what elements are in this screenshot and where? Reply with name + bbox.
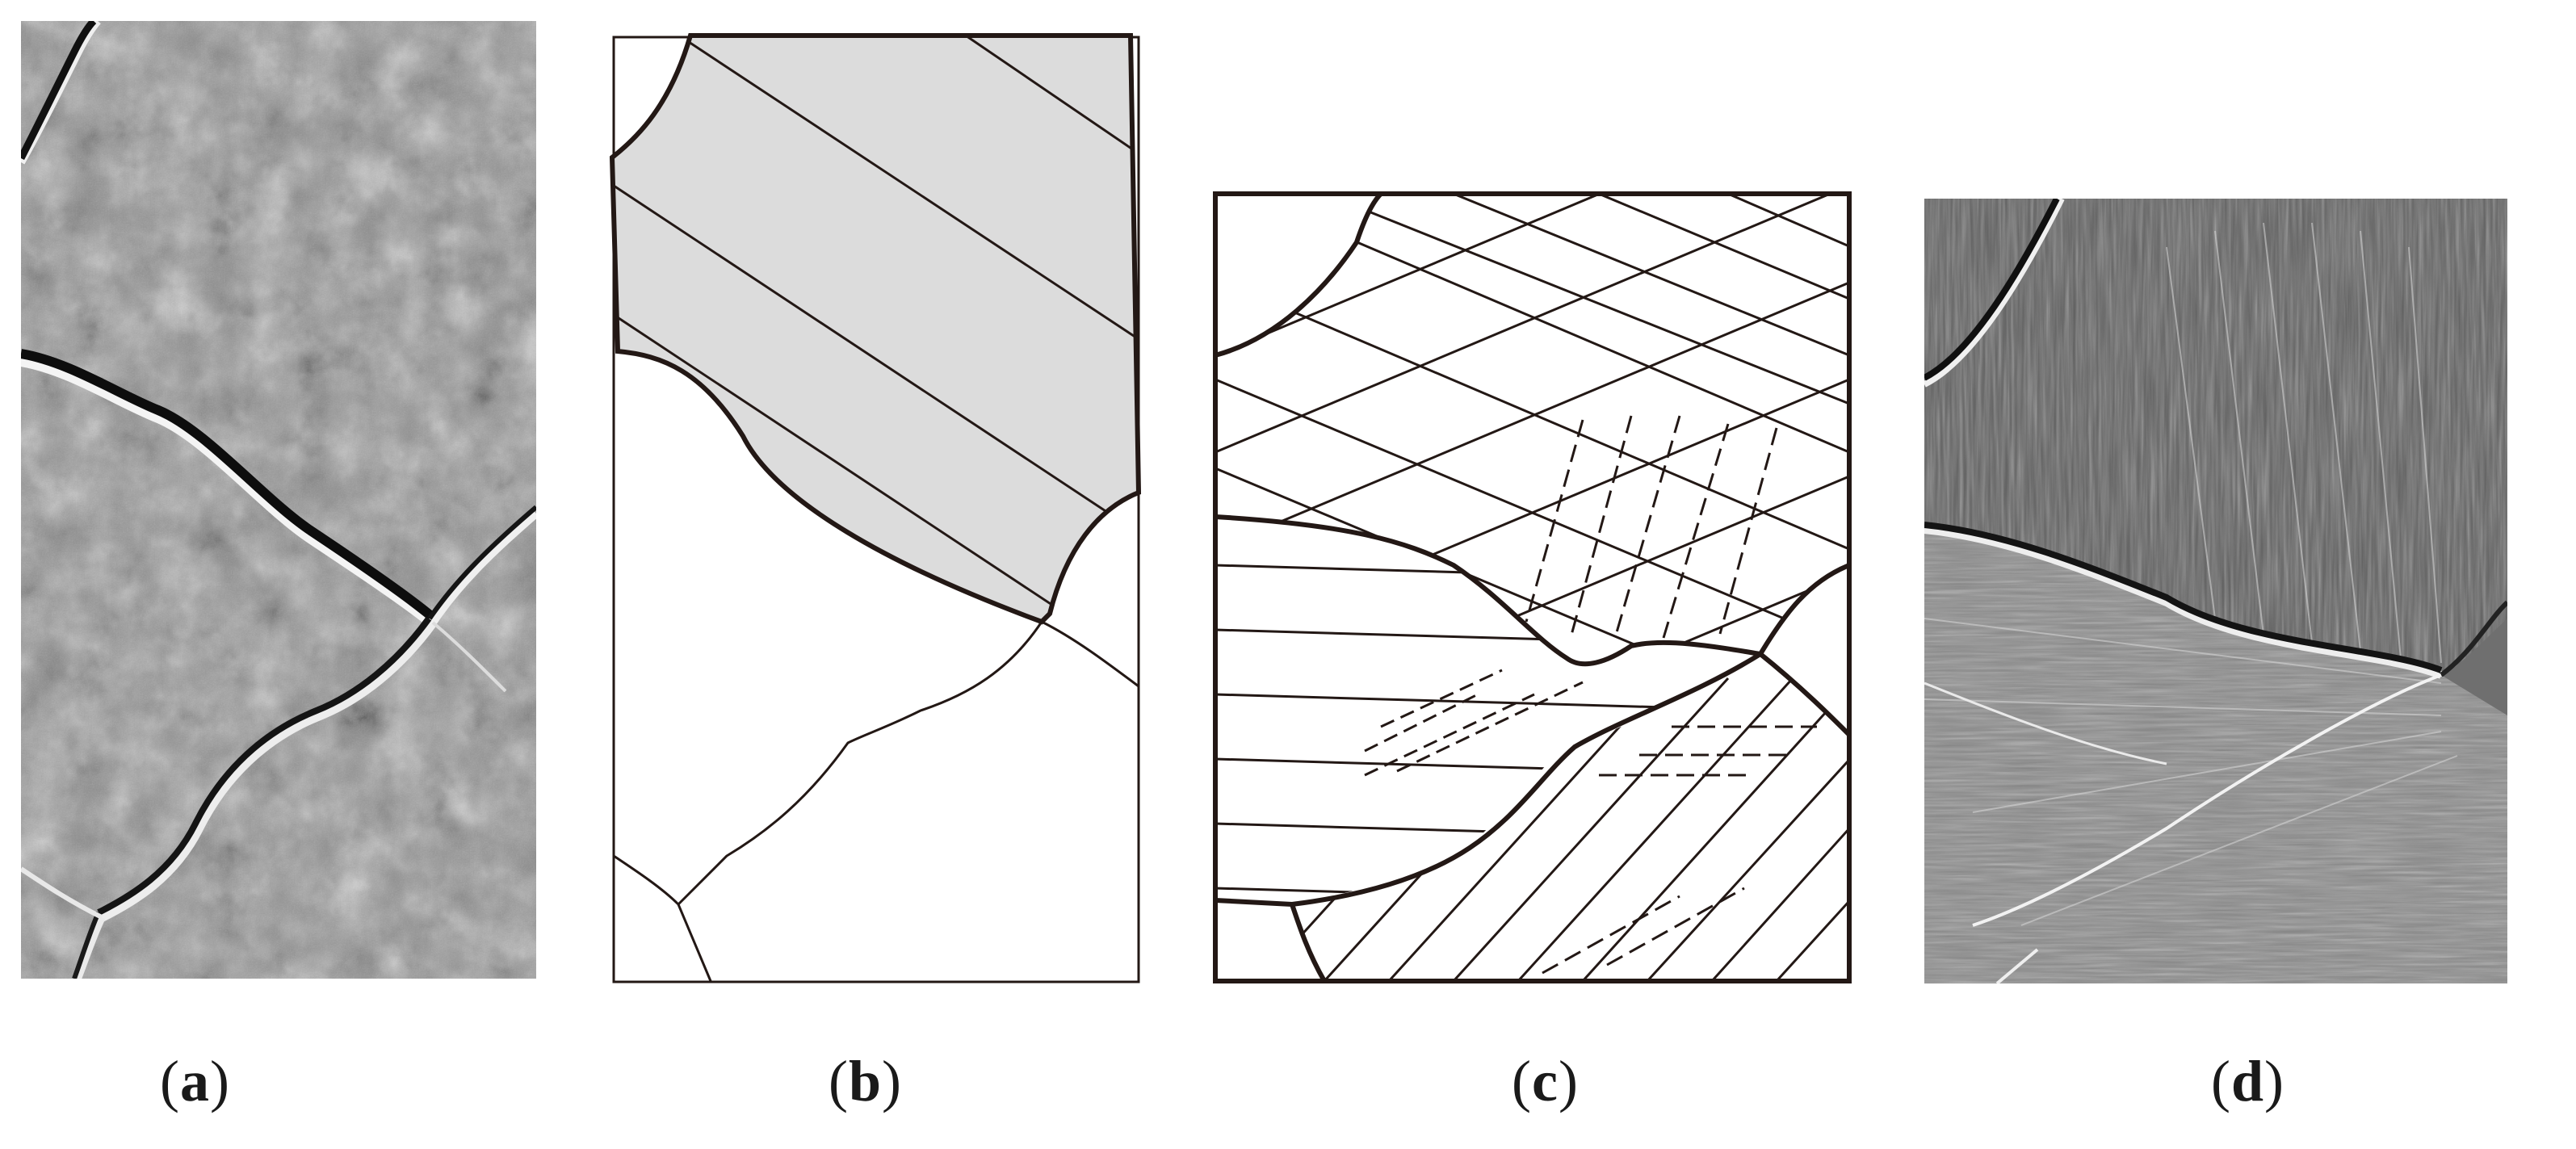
dashed-lines-top-c bbox=[1525, 415, 1778, 639]
grain-boundaries-c bbox=[1215, 191, 1852, 983]
lower-boundaries-b bbox=[613, 620, 1139, 982]
caption-a-open: ( bbox=[160, 1049, 180, 1113]
panel-d-micrograph bbox=[1924, 199, 2507, 983]
caption-d-letter: d bbox=[2230, 1049, 2265, 1113]
striations-d bbox=[1924, 222, 2458, 926]
caption-b-open: ( bbox=[829, 1049, 849, 1113]
caption-d-open: ( bbox=[2211, 1049, 2231, 1113]
caption-c-open: ( bbox=[1512, 1049, 1532, 1113]
shaded-grain-b bbox=[609, 33, 1142, 625]
grid-grain-c bbox=[1215, 194, 1849, 665]
dashed-lines-mid-c bbox=[1364, 669, 1584, 777]
caption-a-close: ) bbox=[209, 1049, 230, 1113]
micrograph-a-image bbox=[21, 21, 536, 979]
caption-c-close: ) bbox=[1558, 1049, 1579, 1113]
caption-a: (a) bbox=[160, 1048, 230, 1115]
boundaries-d bbox=[1924, 199, 2507, 983]
caption-c: (c) bbox=[1512, 1048, 1579, 1115]
caption-c-letter: c bbox=[1531, 1049, 1559, 1113]
panel-c-schematic bbox=[1211, 190, 1857, 985]
caption-d: (d) bbox=[2211, 1048, 2284, 1115]
dashed-lines-low-c bbox=[1542, 725, 1817, 975]
panel-b-schematic bbox=[606, 32, 1147, 985]
schematic-c-drawing bbox=[1213, 191, 1852, 983]
caption-a-letter: a bbox=[179, 1049, 210, 1113]
caption-b: (b) bbox=[829, 1048, 902, 1115]
micrograph-d-image bbox=[1924, 199, 2507, 983]
caption-b-close: ) bbox=[882, 1049, 903, 1113]
caption-d-close: ) bbox=[2264, 1049, 2285, 1113]
schematic-b-drawing bbox=[609, 33, 1142, 983]
caption-b-letter: b bbox=[848, 1049, 883, 1113]
twin-lines-b bbox=[613, 36, 1139, 622]
panel-a-micrograph bbox=[21, 21, 536, 979]
